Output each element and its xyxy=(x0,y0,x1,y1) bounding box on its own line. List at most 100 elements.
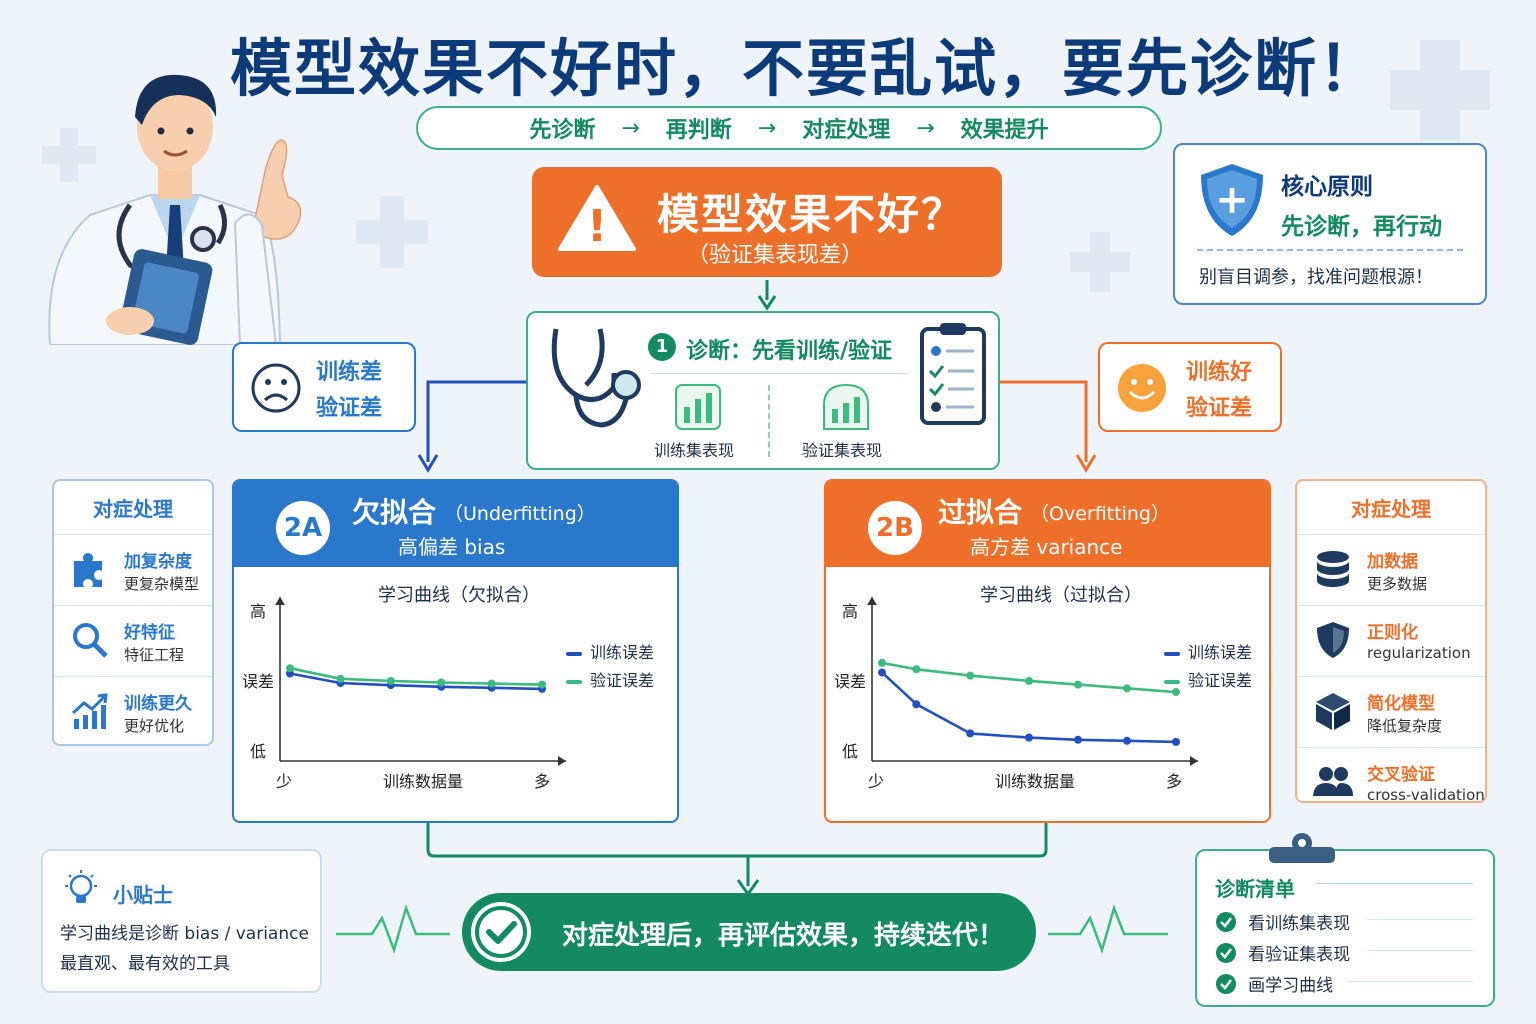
right-remedy-desc: cross-validation xyxy=(1367,786,1485,804)
left-remedy-title: 加复杂度 xyxy=(124,552,192,572)
diagnosis-split xyxy=(768,385,770,457)
bar-chart-icon xyxy=(675,384,721,430)
clipboard-checklist-icon xyxy=(920,323,986,425)
underfit-badge: 2A xyxy=(276,501,330,555)
symptom-right-line1: 训练好 xyxy=(1186,360,1253,385)
check-icon xyxy=(1216,911,1236,932)
shield-icon xyxy=(1317,622,1349,658)
database-icon xyxy=(1317,551,1349,587)
right-remedy-desc: 降低复杂度 xyxy=(1367,717,1443,735)
y-axis-label: 误差 xyxy=(834,672,866,691)
symptom-left-line1: 训练差 xyxy=(316,360,383,385)
legend-swatch xyxy=(1164,679,1180,684)
tip-title: 小贴士 xyxy=(113,883,173,907)
data-point xyxy=(966,729,975,738)
underfit-sub: 高偏差 bias xyxy=(398,535,506,559)
y-axis-arrow xyxy=(867,597,877,605)
diagnosis-box: 1 诊断：先看训练/验证 训练集表现 验证集表现 xyxy=(526,311,1000,470)
data-point xyxy=(1074,735,1082,744)
right-remedy-header: 对症处理 xyxy=(1351,497,1431,521)
underfit-en: （Underfitting） xyxy=(444,503,596,525)
checklist-rule xyxy=(1315,883,1473,884)
step-badge: 1 xyxy=(648,333,676,361)
right-remedy-desc: 更多数据 xyxy=(1367,575,1428,593)
principle-motto: 先诊断，再行动 xyxy=(1281,214,1442,240)
y-tick-label-high: 高 xyxy=(842,602,858,621)
right-remedy-desc: regularization xyxy=(1367,644,1471,662)
right-remedy-item: 加数据 更多数据 xyxy=(1297,534,1485,605)
x-tick-label-low: 少 xyxy=(276,772,292,791)
y-tick-label-high: 高 xyxy=(250,602,266,621)
data-point xyxy=(1025,733,1033,742)
data-point xyxy=(1123,736,1131,745)
shield-plus-mark: + xyxy=(1215,177,1249,223)
flow-arrow-icon: → xyxy=(757,115,777,141)
right-remedy-item: 正则化 regularization xyxy=(1297,605,1485,676)
magnifier-icon xyxy=(73,623,108,658)
diagnosis-divider xyxy=(650,373,908,374)
right-remedy-item: 简化模型 降低复杂度 xyxy=(1297,676,1485,747)
legend-train: 训练误差 xyxy=(566,639,654,663)
right-remedy-title: 交叉验证 xyxy=(1367,765,1435,785)
x-axis-label: 训练数据量 xyxy=(383,772,463,791)
checklist-item-label: 画学习曲线 xyxy=(1248,976,1334,996)
checklist-rule xyxy=(1347,981,1473,982)
final-action-text: 对症处理后，再评估效果，持续迭代！ xyxy=(562,921,1005,951)
checklist-item: 画学习曲线 xyxy=(1215,971,1333,996)
final-action-banner: 对症处理后，再评估效果，持续迭代！ xyxy=(462,893,1036,971)
process-flow-bar: 先诊断 → 再判断 → 对症处理 → 效果提升 xyxy=(416,106,1162,150)
overfit-en: （Overfitting） xyxy=(1030,503,1170,525)
flow-step-2: 再判断 xyxy=(665,118,732,143)
problem-box: ! 模型效果不好？ （验证集表现差） xyxy=(532,167,1002,277)
data-point xyxy=(538,680,546,689)
series-line-train xyxy=(289,672,543,691)
clipboard-clip-icon xyxy=(1269,833,1335,863)
underfit-title: 欠拟合 xyxy=(352,496,437,529)
diagnosis-checklist: 诊断清单 看训练集表现 看验证集表现 画学习曲线 xyxy=(1195,833,1495,1007)
right-remedy-item: 交叉验证 cross-validation xyxy=(1297,747,1485,810)
checklist-item-label: 看验证集表现 xyxy=(1248,945,1351,965)
users-icon xyxy=(1313,767,1353,796)
data-point xyxy=(1123,684,1131,693)
data-point xyxy=(1025,676,1033,685)
legend-label: 训练误差 xyxy=(1188,643,1253,662)
x-tick-label-low: 少 xyxy=(868,772,884,791)
x-tick-label-high: 多 xyxy=(1166,772,1182,791)
right-remedy-list: 对症处理 加数据 更多数据 正则化 regularization 简化模型 降低… xyxy=(1295,479,1487,804)
tip-box: 小贴士 学习曲线是诊断 bias / variance 最直观、最有效的工具 xyxy=(41,849,322,993)
data-point xyxy=(386,676,395,685)
symptom-overfit: 训练好 验证差 xyxy=(1098,342,1282,432)
checklist-item: 看验证集表现 xyxy=(1215,940,1350,965)
overfit-badge: 2B xyxy=(868,501,922,555)
bar-chart-icon xyxy=(823,383,869,430)
symptom-right-line2: 验证差 xyxy=(1186,396,1253,421)
legend-label: 验证误差 xyxy=(1188,671,1253,690)
flow-step-3: 对症处理 xyxy=(802,118,891,143)
legend-swatch xyxy=(566,651,582,656)
checkmark-circle-icon xyxy=(471,902,531,962)
data-point xyxy=(1074,680,1082,689)
core-principle-box: + 核心原则 先诊断，再行动 别盲目调参，找准问题根源！ xyxy=(1173,143,1487,305)
chart-title: 学习曲线（欠拟合） xyxy=(378,585,540,606)
data-point xyxy=(966,671,975,680)
checklist-title: 诊断清单 xyxy=(1215,877,1295,901)
left-remedy-item: 加复杂度 更复杂模型 xyxy=(54,534,212,605)
y-tick-label-low: 低 xyxy=(842,742,858,761)
underfit-learning-curve: 高低误差少多训练数据量 xyxy=(242,597,566,791)
doctor-illustration xyxy=(48,74,302,345)
shield-plus-icon: + xyxy=(1201,164,1263,236)
legend-val: 验证误差 xyxy=(1164,667,1252,691)
principle-divider xyxy=(1197,249,1463,251)
symptom-underfit: 训练差 验证差 xyxy=(232,342,416,432)
legend-swatch xyxy=(566,679,582,684)
sad-face-icon xyxy=(251,363,301,413)
principle-note: 别盲目调参，找准问题根源！ xyxy=(1199,267,1433,288)
lightbulb-icon xyxy=(65,870,97,903)
data-point xyxy=(878,658,886,667)
y-axis-arrow xyxy=(275,597,285,605)
left-remedy-header: 对症处理 xyxy=(93,497,173,521)
left-remedy-desc: 更复杂模型 xyxy=(124,575,200,593)
warning-icon: ! xyxy=(558,185,636,252)
data-point xyxy=(912,700,921,709)
